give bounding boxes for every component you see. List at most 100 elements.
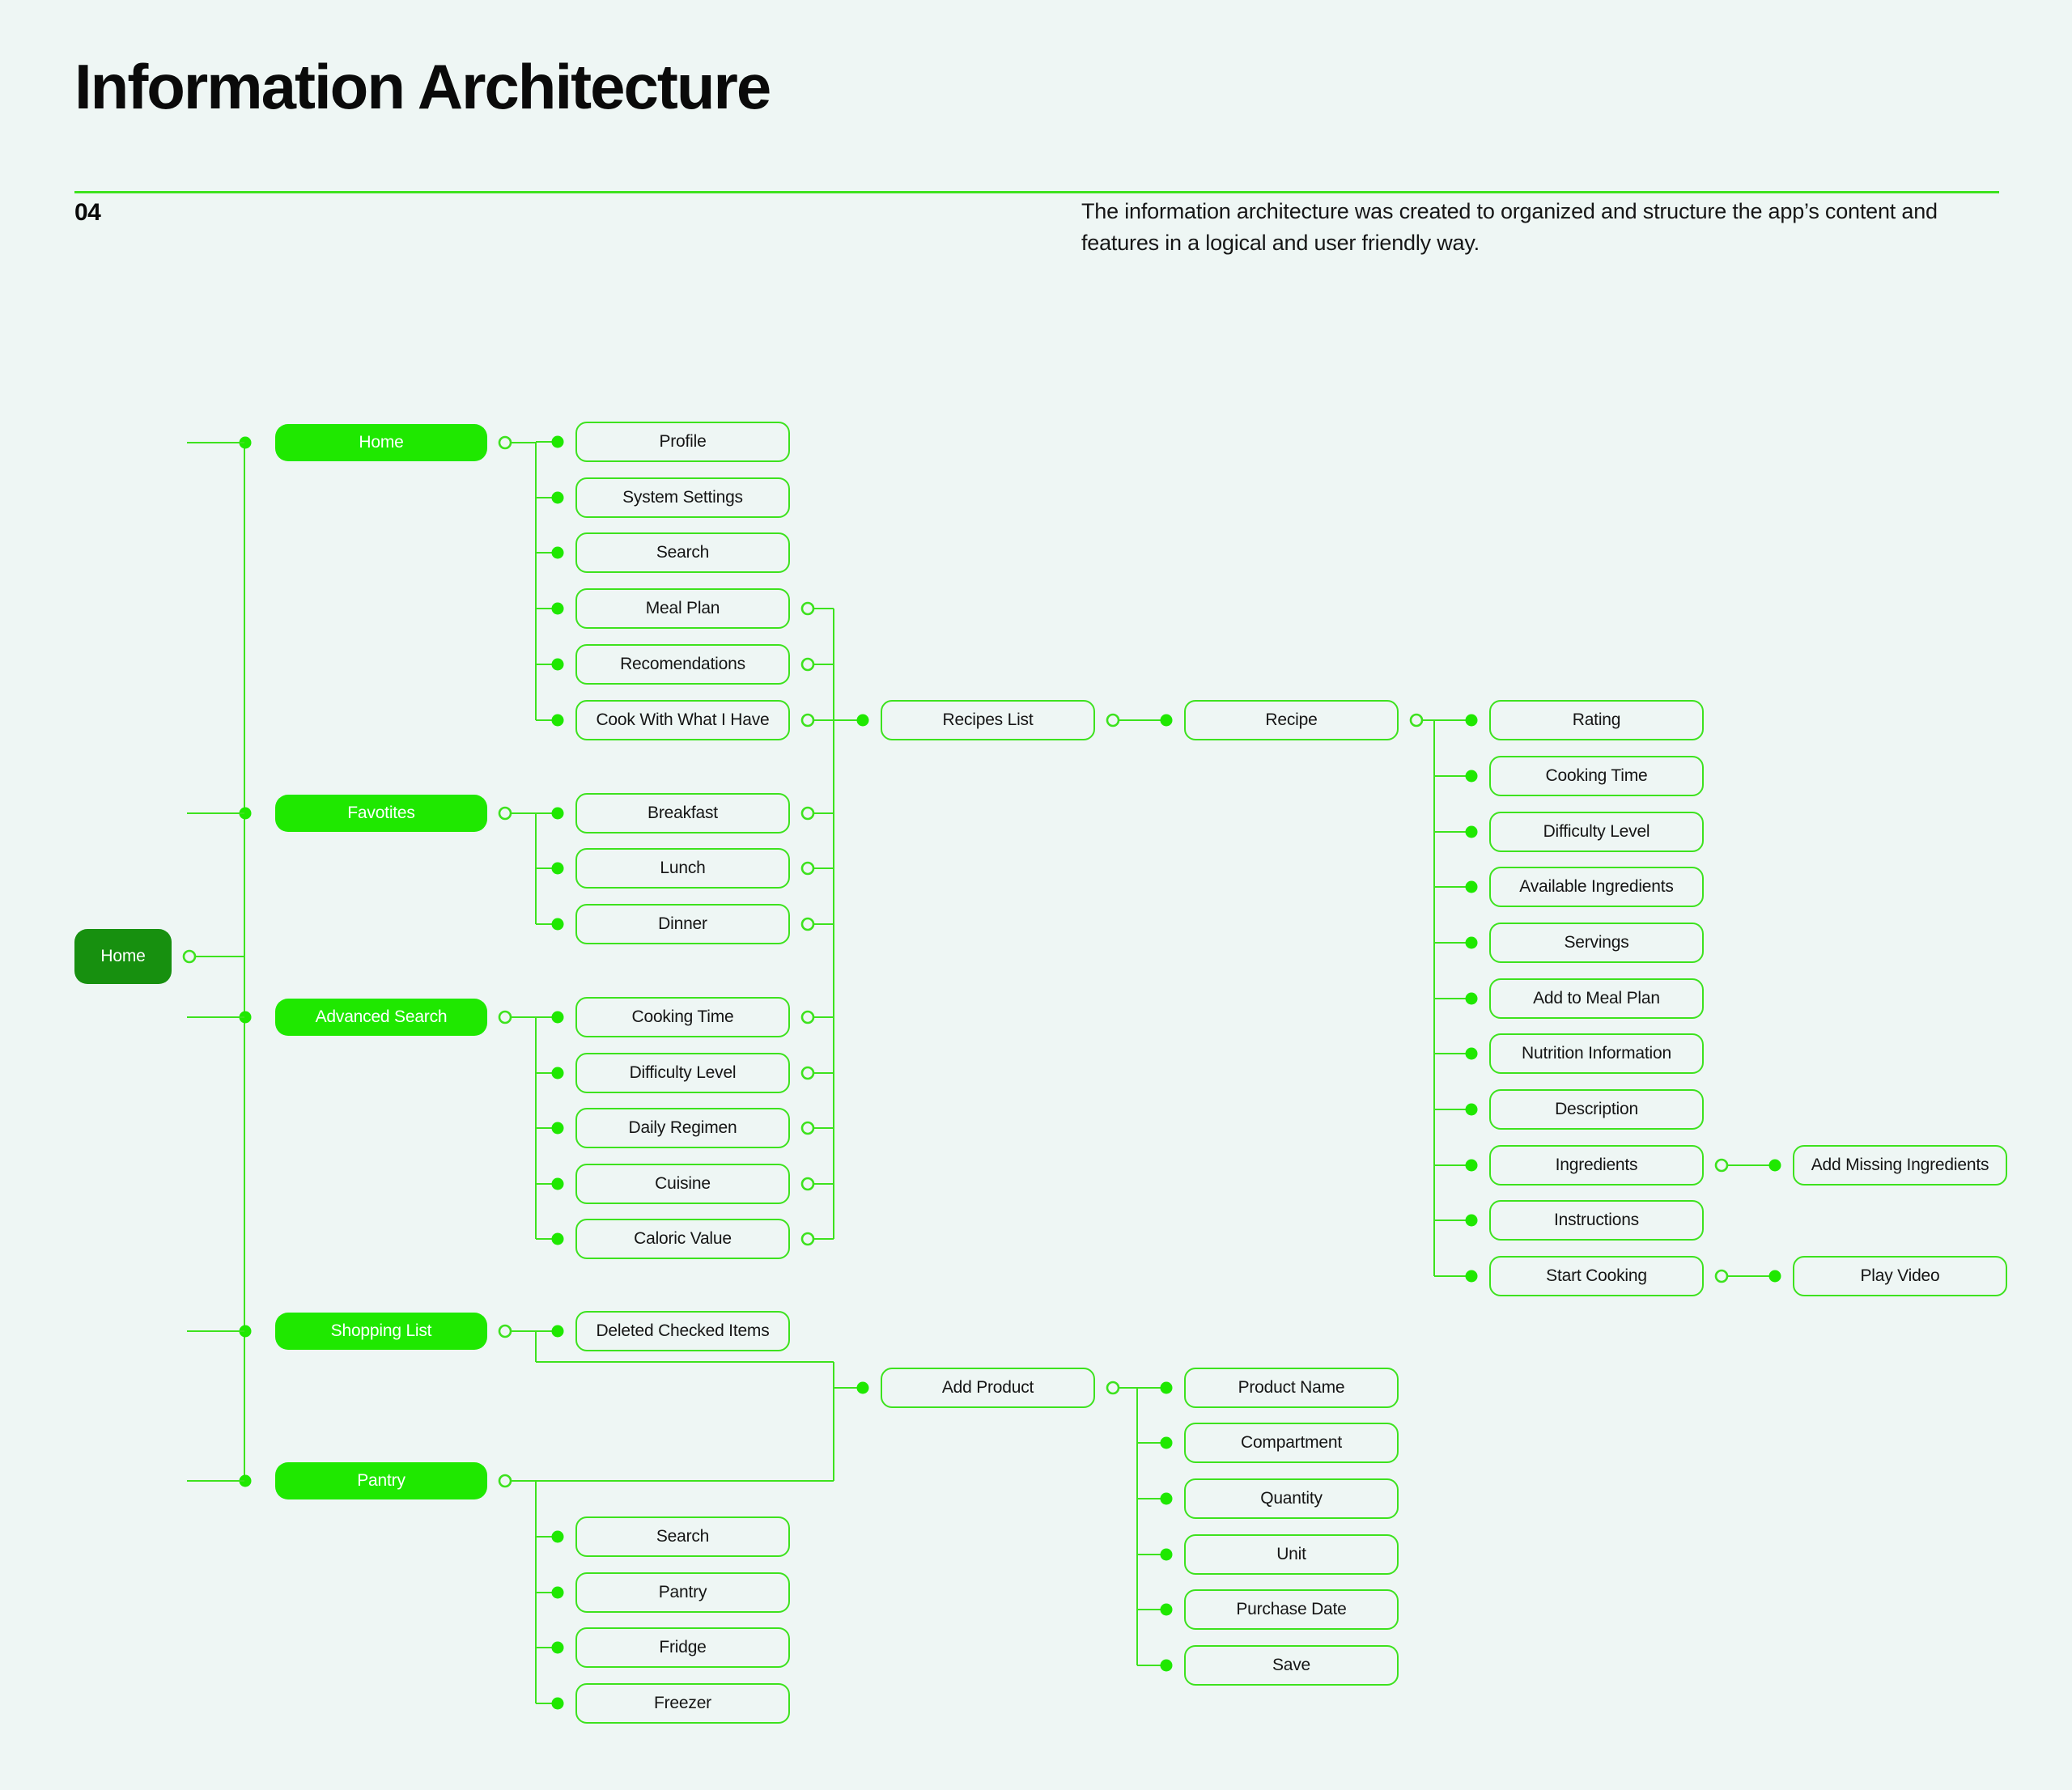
node-breakfast[interactable]: Breakfast bbox=[575, 793, 790, 833]
node-label: Compartment bbox=[1240, 1433, 1342, 1452]
node-search-home[interactable]: Search bbox=[575, 532, 790, 573]
node-label: Add to Meal Plan bbox=[1533, 989, 1660, 1007]
node-lunch[interactable]: Lunch bbox=[575, 848, 790, 889]
port-in-purchase-date bbox=[1160, 1603, 1173, 1616]
port-in-add-meal-plan bbox=[1465, 992, 1478, 1005]
port-in-system-settings bbox=[551, 491, 564, 504]
port-in-unit bbox=[1160, 1548, 1173, 1561]
port-in-home bbox=[239, 436, 252, 449]
node-add-product[interactable]: Add Product bbox=[881, 1368, 1095, 1408]
node-label: Cook With What I Have bbox=[596, 710, 770, 729]
port-in-shopping-list bbox=[239, 1325, 252, 1338]
node-label: Caloric Value bbox=[634, 1229, 732, 1248]
node-cuisine[interactable]: Cuisine bbox=[575, 1164, 790, 1204]
node-dinner[interactable]: Dinner bbox=[575, 904, 790, 944]
node-advanced-search[interactable]: Advanced Search bbox=[275, 999, 487, 1036]
node-servings[interactable]: Servings bbox=[1489, 923, 1704, 963]
node-label: Difficulty Level bbox=[1543, 822, 1650, 841]
port-in-available-ingr bbox=[1465, 880, 1478, 893]
node-compartment[interactable]: Compartment bbox=[1184, 1423, 1399, 1463]
node-deleted-checked[interactable]: Deleted Checked Items bbox=[575, 1311, 790, 1351]
node-product-name[interactable]: Product Name bbox=[1184, 1368, 1399, 1408]
node-rating[interactable]: Rating bbox=[1489, 700, 1704, 740]
node-pantry-sub[interactable]: Pantry bbox=[575, 1572, 790, 1613]
port-in-daily-regimen bbox=[551, 1122, 564, 1135]
port-in-quantity bbox=[1160, 1492, 1173, 1505]
node-ingredients[interactable]: Ingredients bbox=[1489, 1145, 1704, 1186]
node-instructions[interactable]: Instructions bbox=[1489, 1200, 1704, 1241]
node-recipe[interactable]: Recipe bbox=[1184, 700, 1399, 740]
node-favorites[interactable]: Favotites bbox=[275, 795, 487, 832]
node-system-settings[interactable]: System Settings bbox=[575, 477, 790, 518]
node-label: Recipes List bbox=[942, 710, 1034, 729]
node-recipes-list[interactable]: Recipes List bbox=[881, 700, 1095, 740]
node-freezer[interactable]: Freezer bbox=[575, 1683, 790, 1724]
node-play-video[interactable]: Play Video bbox=[1793, 1256, 2007, 1296]
node-purchase-date[interactable]: Purchase Date bbox=[1184, 1589, 1399, 1630]
node-label: Available Ingredients bbox=[1519, 877, 1674, 896]
node-label: Cooking Time bbox=[1545, 766, 1648, 785]
node-root-home[interactable]: Home bbox=[74, 929, 172, 984]
node-label: Meal Plan bbox=[645, 599, 720, 617]
port-in-recomendations bbox=[551, 658, 564, 671]
port-in-freezer bbox=[551, 1697, 564, 1710]
node-label: Freezer bbox=[654, 1694, 711, 1712]
node-pantry[interactable]: Pantry bbox=[275, 1462, 487, 1499]
node-label: Lunch bbox=[660, 859, 706, 877]
node-label: Search bbox=[656, 543, 710, 562]
node-unit[interactable]: Unit bbox=[1184, 1534, 1399, 1575]
node-label: Servings bbox=[1564, 933, 1629, 952]
node-quantity[interactable]: Quantity bbox=[1184, 1478, 1399, 1519]
header-divider bbox=[74, 191, 1999, 193]
node-label: Quantity bbox=[1260, 1489, 1323, 1508]
node-add-missing[interactable]: Add Missing Ingredients bbox=[1793, 1145, 2007, 1186]
node-cook-with[interactable]: Cook With What I Have bbox=[575, 700, 790, 740]
port-in-difficulty-r bbox=[1465, 825, 1478, 838]
node-start-cooking[interactable]: Start Cooking bbox=[1489, 1256, 1704, 1296]
port-in-advanced-search bbox=[239, 1011, 252, 1024]
node-meal-plan[interactable]: Meal Plan bbox=[575, 588, 790, 629]
port-in-instructions bbox=[1465, 1214, 1478, 1227]
node-caloric-value[interactable]: Caloric Value bbox=[575, 1219, 790, 1259]
node-label: Start Cooking bbox=[1546, 1266, 1647, 1285]
port-in-breakfast bbox=[551, 807, 564, 820]
node-nutrition-info[interactable]: Nutrition Information bbox=[1489, 1033, 1704, 1074]
port-in-profile bbox=[551, 435, 564, 448]
node-label: Add Product bbox=[941, 1378, 1034, 1397]
port-in-pantry bbox=[239, 1474, 252, 1487]
port-in-deleted-checked bbox=[551, 1325, 564, 1338]
port-in-dinner bbox=[551, 918, 564, 931]
node-label: Daily Regimen bbox=[628, 1118, 737, 1137]
port-in-ingredients bbox=[1465, 1159, 1478, 1172]
node-shopping-list[interactable]: Shopping List bbox=[275, 1313, 487, 1350]
node-label: Nutrition Information bbox=[1522, 1044, 1671, 1063]
node-recomendations[interactable]: Recomendations bbox=[575, 644, 790, 685]
node-label: Add Missing Ingredients bbox=[1811, 1156, 1989, 1174]
node-save[interactable]: Save bbox=[1184, 1645, 1399, 1686]
node-difficulty-r[interactable]: Difficulty Level bbox=[1489, 812, 1704, 852]
node-label: Pantry bbox=[357, 1471, 405, 1490]
node-label: Difficulty Level bbox=[629, 1063, 737, 1082]
port-in-cooking-time-r bbox=[1465, 770, 1478, 783]
node-label: Favotites bbox=[347, 804, 415, 822]
node-home[interactable]: Home bbox=[275, 424, 487, 461]
node-difficulty-as[interactable]: Difficulty Level bbox=[575, 1053, 790, 1093]
node-available-ingr[interactable]: Available Ingredients bbox=[1489, 867, 1704, 907]
node-cooking-time-as[interactable]: Cooking Time bbox=[575, 997, 790, 1037]
node-cooking-time-r[interactable]: Cooking Time bbox=[1489, 756, 1704, 796]
node-profile[interactable]: Profile bbox=[575, 422, 790, 462]
node-daily-regimen[interactable]: Daily Regimen bbox=[575, 1108, 790, 1148]
node-add-meal-plan[interactable]: Add to Meal Plan bbox=[1489, 978, 1704, 1019]
port-in-add-product bbox=[856, 1381, 869, 1394]
node-label: Breakfast bbox=[648, 804, 718, 822]
node-label: Profile bbox=[659, 432, 707, 451]
node-fridge[interactable]: Fridge bbox=[575, 1627, 790, 1668]
port-in-cook-with bbox=[551, 714, 564, 727]
node-label: Recipe bbox=[1265, 710, 1318, 729]
node-description[interactable]: Description bbox=[1489, 1089, 1704, 1130]
node-search-pantry[interactable]: Search bbox=[575, 1516, 790, 1557]
node-label: Rating bbox=[1572, 710, 1621, 729]
port-in-cuisine bbox=[551, 1177, 564, 1190]
